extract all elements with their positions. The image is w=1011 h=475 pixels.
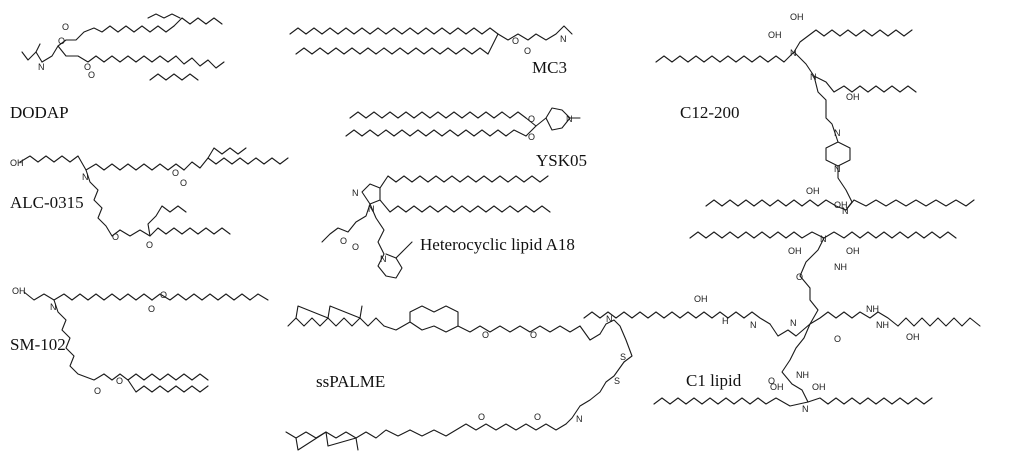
c12200-n-atom-3: N: [834, 128, 841, 138]
sspalme-o-atom-2: O: [530, 330, 537, 340]
alc0315-o-atom-2: O: [180, 178, 187, 188]
label-dodap: DODAP: [10, 103, 69, 122]
mc3-n-atom: N: [560, 34, 567, 44]
c12200-n-atom-2: N: [810, 72, 817, 82]
a18-n-atom-1: N: [352, 188, 359, 198]
sm102-n-atom: N: [50, 302, 57, 312]
a18-o-atom-1: O: [340, 236, 347, 246]
c1-oh-atom-4: OH: [906, 332, 920, 342]
c1-oh-atom-2: OH: [846, 246, 860, 256]
sm102-o-atom-1: O: [148, 304, 155, 314]
ysk05-n-atom: N: [566, 114, 573, 124]
c12200-oh-atom-4: OH: [806, 186, 820, 196]
c12200-oh-atom-2: OH: [790, 12, 804, 22]
mc3-o-atom-2: O: [524, 46, 531, 56]
sspalme-o-atom-1: O: [482, 330, 489, 340]
c1-oh-atom-6: OH: [812, 382, 826, 392]
alc0315-n-atom: N: [82, 172, 89, 182]
dodap-o-atom-4: O: [88, 70, 95, 80]
structure-sm102: OH N O O O O SM-102: [10, 286, 269, 396]
sm102-o-atom-4: O: [116, 376, 123, 386]
dodap-n-atom: N: [38, 62, 45, 72]
c1-nh-atom-1: NH: [834, 262, 847, 272]
label-sm102: SM-102: [10, 335, 66, 354]
a18-o-atom-2: O: [352, 242, 359, 252]
sspalme-o-atom-4: O: [478, 412, 485, 422]
c12200-oh-atom-1: OH: [768, 30, 782, 40]
label-c1: C1 lipid: [686, 371, 742, 390]
alc0315-oh-atom: OH: [10, 158, 24, 168]
structure-alc0315: OH N O O O O ALC-0315: [10, 147, 289, 250]
mc3-o-atom-1: O: [512, 36, 519, 46]
c1-n-atom-4: N: [802, 404, 809, 414]
ysk05-o-atom-1: O: [528, 114, 535, 124]
c1-oh-atom-3: OH: [694, 294, 708, 304]
c12200-n-atom-5: N: [842, 206, 849, 216]
label-alc0315: ALC-0315: [10, 193, 84, 212]
c1-o-atom-2: O: [834, 334, 841, 344]
sspalme-s-atom-1: S: [620, 352, 626, 362]
c1-nh-atom-2: NH: [866, 304, 879, 314]
label-mc3: MC3: [532, 58, 567, 77]
c1-n-atom-1: N: [820, 234, 827, 244]
c12200-oh-atom-5: OH: [834, 200, 848, 210]
c12200-oh-atom-3: OH: [846, 92, 860, 102]
alc0315-o-atom-1: O: [172, 168, 179, 178]
c1-n-atom-3: N: [790, 318, 797, 328]
sm102-o-atom-3: O: [94, 386, 101, 396]
ysk05-o-atom-2: O: [528, 132, 535, 142]
structure-mc3: O O N MC3: [289, 25, 573, 77]
a18-n-atom-2: N: [368, 204, 375, 214]
sspalme-n-atom-1: N: [606, 314, 613, 324]
c1-o-atom-3: O: [768, 376, 775, 386]
sspalme-s-atom-2: S: [614, 376, 620, 386]
c1-o-atom-1: O: [796, 272, 803, 282]
label-a18: Heterocyclic lipid A18: [420, 235, 575, 254]
c1-oh-atom-5: OH: [770, 382, 784, 392]
structure-dodap: N O O O O DODAP: [10, 13, 225, 122]
structure-c1: OH OH N O NH OH H N N O NH NH OH O NH OH…: [583, 231, 981, 414]
c1-nh-atom-4: NH: [796, 370, 809, 380]
c1-n-atom-2: N: [750, 320, 757, 330]
structure-ysk05: O O N YSK05: [345, 107, 587, 170]
structure-a18: N N O O N Heterocyclic lipid A18: [321, 175, 575, 279]
sspalme-o-atom-3: O: [534, 412, 541, 422]
alc0315-o-atom-4: O: [146, 240, 153, 250]
dodap-o-atom-3: O: [84, 62, 91, 72]
c1-nh-atom-3: NH: [876, 320, 889, 330]
c12200-n-atom-4: N: [834, 164, 841, 174]
structure-sspalme: O O N S S N O O ssPALME: [285, 305, 633, 451]
label-ysk05: YSK05: [536, 151, 587, 170]
dodap-o-atom-2: O: [62, 22, 69, 32]
alc0315-o-atom-3: O: [112, 232, 119, 242]
c12200-n-atom-1: N: [790, 48, 797, 58]
a18-n-atom-3: N: [380, 254, 387, 264]
dodap-o-atom-1: O: [58, 36, 65, 46]
sspalme-n-atom-2: N: [576, 414, 583, 424]
structure-c12200: OH OH N N OH N N N OH OH C12-200: [655, 12, 975, 216]
c1-h-atom-1: H: [722, 316, 729, 326]
label-c12200: C12-200: [680, 103, 740, 122]
label-sspalme: ssPALME: [316, 372, 385, 391]
sm102-o-atom-2: O: [160, 290, 167, 300]
c1-oh-atom-1: OH: [788, 246, 802, 256]
sm102-oh-atom: OH: [12, 286, 26, 296]
